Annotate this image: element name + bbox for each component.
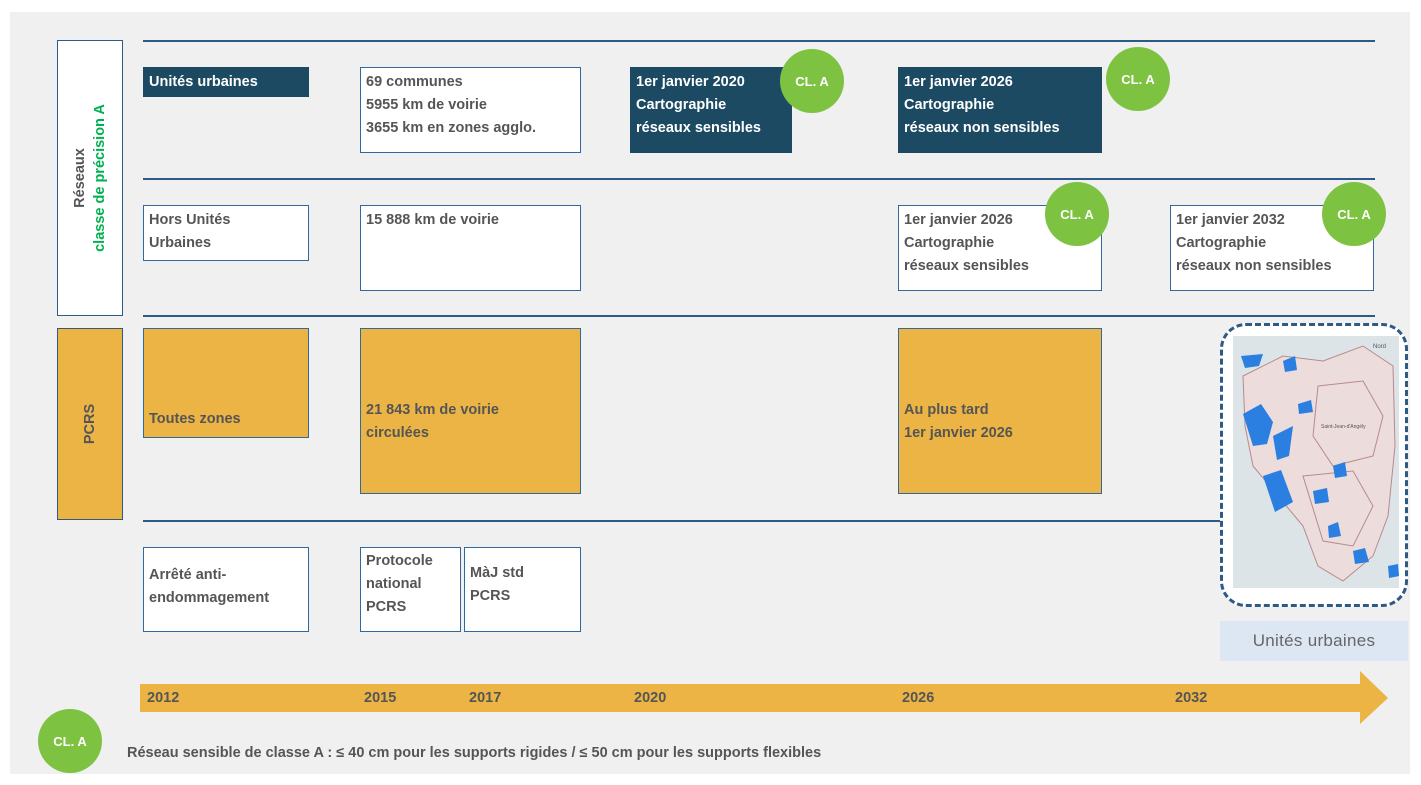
pcrs-stats: 21 843 km de voirie circulées <box>360 328 581 494</box>
pcrs-title: PCRS <box>81 403 98 445</box>
legend-text: Réseau sensible de classe A : ≤ 40 cm po… <box>127 745 822 761</box>
pcrs-deadline: Au plus tard 1er janvier 2026 <box>898 328 1102 494</box>
pcrs-zones: Toutes zones <box>143 328 309 438</box>
separator-pcrs <box>143 315 1375 317</box>
map-label-nord: Nord <box>1373 344 1386 350</box>
map-caption: Unités urbaines <box>1220 621 1408 661</box>
map-illustration: Nord Saint-Jean-d'Angély <box>1233 336 1399 588</box>
cl-a-badge-2032: CL. A <box>1322 182 1386 246</box>
separator-row2 <box>143 178 1375 180</box>
legend-badge: CL. A <box>38 709 102 773</box>
year-2015: 2015 <box>364 690 397 706</box>
year-2012: 2012 <box>147 690 180 706</box>
hors-urbaines-label: Hors Unités Urbaines <box>143 205 309 261</box>
timeline-arrow <box>140 671 1388 724</box>
cl-a-badge-2020: CL. A <box>780 49 844 113</box>
year-2017: 2017 <box>469 690 502 706</box>
reseaux-title: Réseaux <box>72 148 89 208</box>
hors-urbaines-stats: 15 888 km de voirie <box>360 205 581 291</box>
urbaines-label: Unités urbaines <box>143 67 309 97</box>
urbaines-milestone-2020: 1er janvier 2020 Cartographie réseaux se… <box>630 67 792 153</box>
cl-a-badge-urbaines-2026: CL. A <box>1106 47 1170 111</box>
cl-a-badge-hors-2026: CL. A <box>1045 182 1109 246</box>
arrete-box: Arrêté anti- endommagement <box>143 547 309 632</box>
year-2020: 2020 <box>634 690 667 706</box>
map-frame: Nord Saint-Jean-d'Angély <box>1220 323 1408 607</box>
year-2032: 2032 <box>1175 690 1208 706</box>
maj-box: MàJ std PCRS <box>464 547 581 632</box>
reseaux-subtitle: classe de précision A <box>92 104 109 252</box>
timeline-slide: Réseaux classe de précision A PCRS Unité… <box>10 12 1410 774</box>
hors-urbaines-milestone-2032: 1er janvier 2032 Cartographie réseaux no… <box>1170 205 1374 291</box>
urbaines-milestone-2026: 1er janvier 2026 Cartographie réseaux no… <box>898 67 1102 153</box>
reseaux-side-label: Réseaux classe de précision A <box>57 40 123 316</box>
pcrs-side-label: PCRS <box>57 328 123 520</box>
separator-bottom <box>143 520 1225 522</box>
year-2026: 2026 <box>902 690 935 706</box>
map-label-saint-jean: Saint-Jean-d'Angély <box>1321 424 1366 430</box>
separator-top <box>143 40 1375 42</box>
protocole-box: Protocole national PCRS <box>360 547 461 632</box>
urbaines-stats: 69 communes 5955 km de voirie 3655 km en… <box>360 67 581 153</box>
